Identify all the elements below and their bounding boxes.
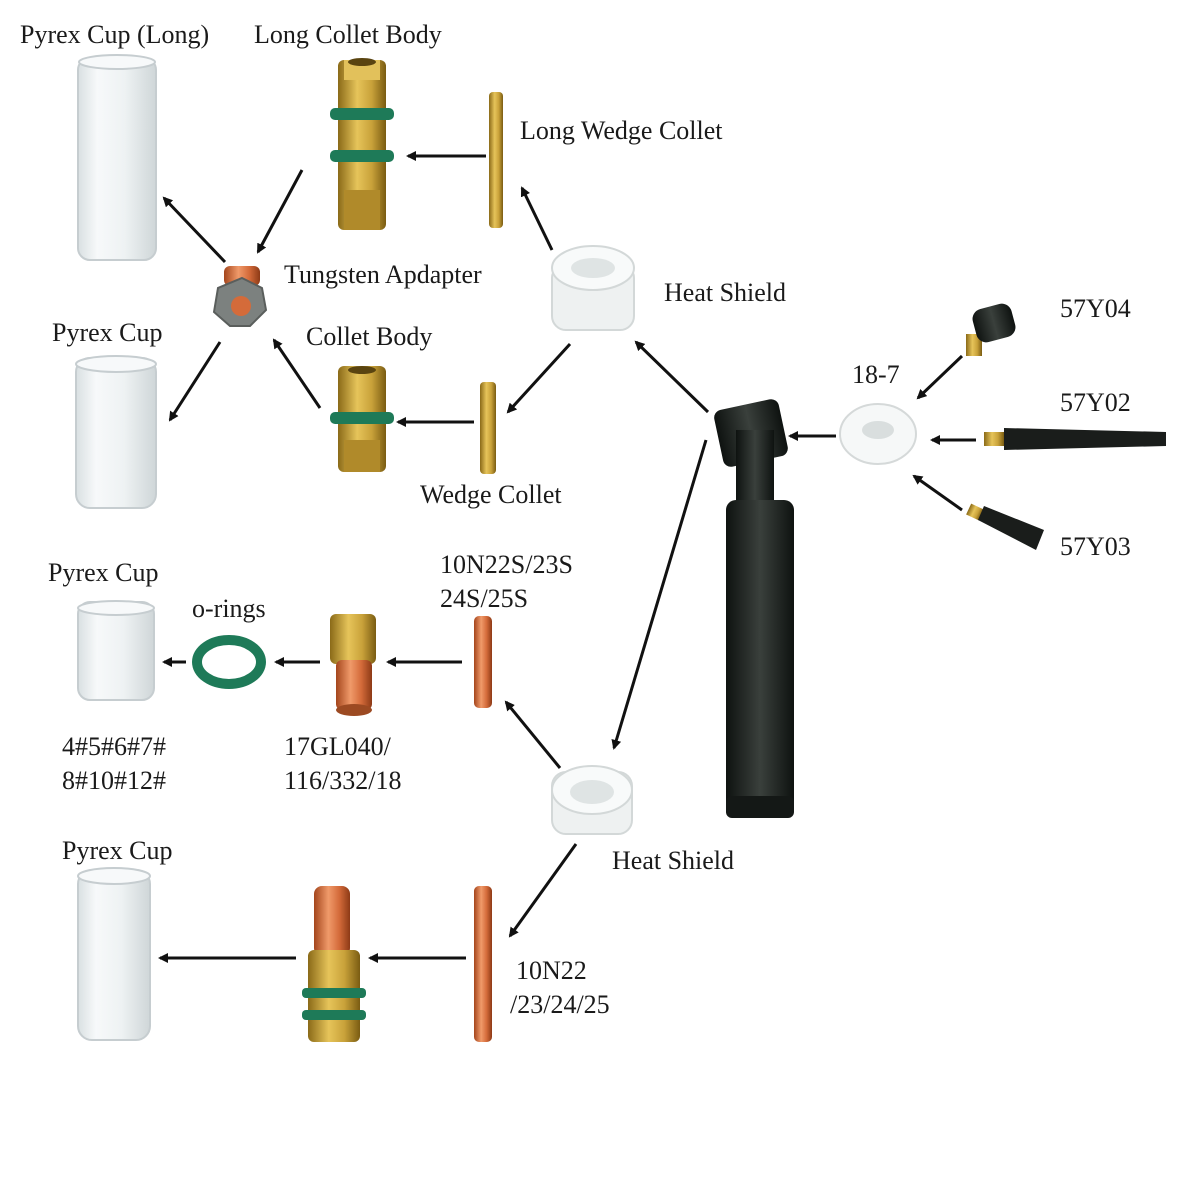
arrow-long-body-to-adapter [256,169,304,254]
arrow-torch-to-heat-shield-top [634,340,710,414]
arrow-57y04-to-18-7 [916,354,964,400]
label-wedge-collet: Wedge Collet [420,480,562,509]
copper-collet-body-image [302,886,366,1042]
label-collet-10n22s-line1: 10N22S/23S [440,550,573,579]
long-wedge-collet-image [489,92,503,228]
arrow-57y03-to-18-7 [912,474,963,512]
label-pyrex-cup-4: Pyrex Cup [62,836,173,865]
collet-10n22-image [474,886,492,1042]
back-cap-57y03-image [966,503,1044,550]
label-collet-10n22s-line2: 24S/25S [440,584,529,613]
heat-shield-top-image [551,245,635,331]
back-cap-57y04-image [966,303,1016,356]
pyrex-cup-2-image [75,355,157,509]
label-back-cap-57y04: 57Y04 [1060,294,1131,323]
tungsten-adapter-image [212,266,268,327]
arrow-heat-shield-to-collet [504,700,562,769]
label-collet-body: Collet Body [306,322,433,351]
label-heat-shield-bottom: Heat Shield [612,846,735,875]
label-collet-10n22-line1: 10N22 [516,956,587,985]
pyrex-cup-long-image [77,54,157,261]
label-back-cap-57y03: 57Y03 [1060,532,1131,561]
collet-body-image [330,366,394,472]
label-o-rings: o-rings [192,594,266,623]
label-long-collet-body: Long Collet Body [254,20,442,49]
label-back-cap-57y02: 57Y02 [1060,388,1131,417]
gas-lens-image [330,614,376,716]
arrow-adapter-to-pyrex-cup [168,341,222,422]
pyrex-cup-4-image [77,867,151,1041]
torch-body-image [714,399,794,818]
label-back-cap-18-7: 18-7 [852,360,900,389]
arrow-adapter-to-long-cup [162,196,227,264]
o-ring-image [192,635,266,689]
label-cup-sizes-line1: 4#5#6#7# [62,732,166,761]
arrow-collet-body-to-adapter [272,338,322,409]
arrow-torch-to-heat-shield-bottom [611,439,708,750]
label-gas-lens-line1: 17GL040/ [284,732,391,761]
pyrex-cup-3-image [77,600,155,701]
back-cap-18-7-image [839,403,917,465]
label-long-wedge-collet: Long Wedge Collet [520,116,723,145]
label-pyrex-cup-2: Pyrex Cup [52,318,163,347]
label-heat-shield-top: Heat Shield [664,278,787,307]
label-collet-10n22-line2: /23/24/25 [510,990,610,1019]
flow-arrows [158,151,976,963]
arrow-heat-shield-to-long-wedge [520,186,554,251]
back-cap-57y02-image [984,428,1166,450]
wedge-collet-image [480,382,496,474]
label-gas-lens-line2: 116/332/18 [284,766,402,795]
label-pyrex-cup-long: Pyrex Cup (Long) [20,20,210,49]
label-pyrex-cup-3: Pyrex Cup [48,558,159,587]
arrow-heat-shield-to-wedge [506,342,572,414]
long-collet-body-image [330,58,394,230]
label-tungsten-adapter: Tungsten Apdapter [284,260,482,289]
arrow-heat-shield-to-collet-10n22 [508,843,578,938]
label-cup-sizes-line2: 8#10#12# [62,766,166,795]
heat-shield-bottom-image [551,765,633,835]
collet-10n22s-image [474,616,492,708]
